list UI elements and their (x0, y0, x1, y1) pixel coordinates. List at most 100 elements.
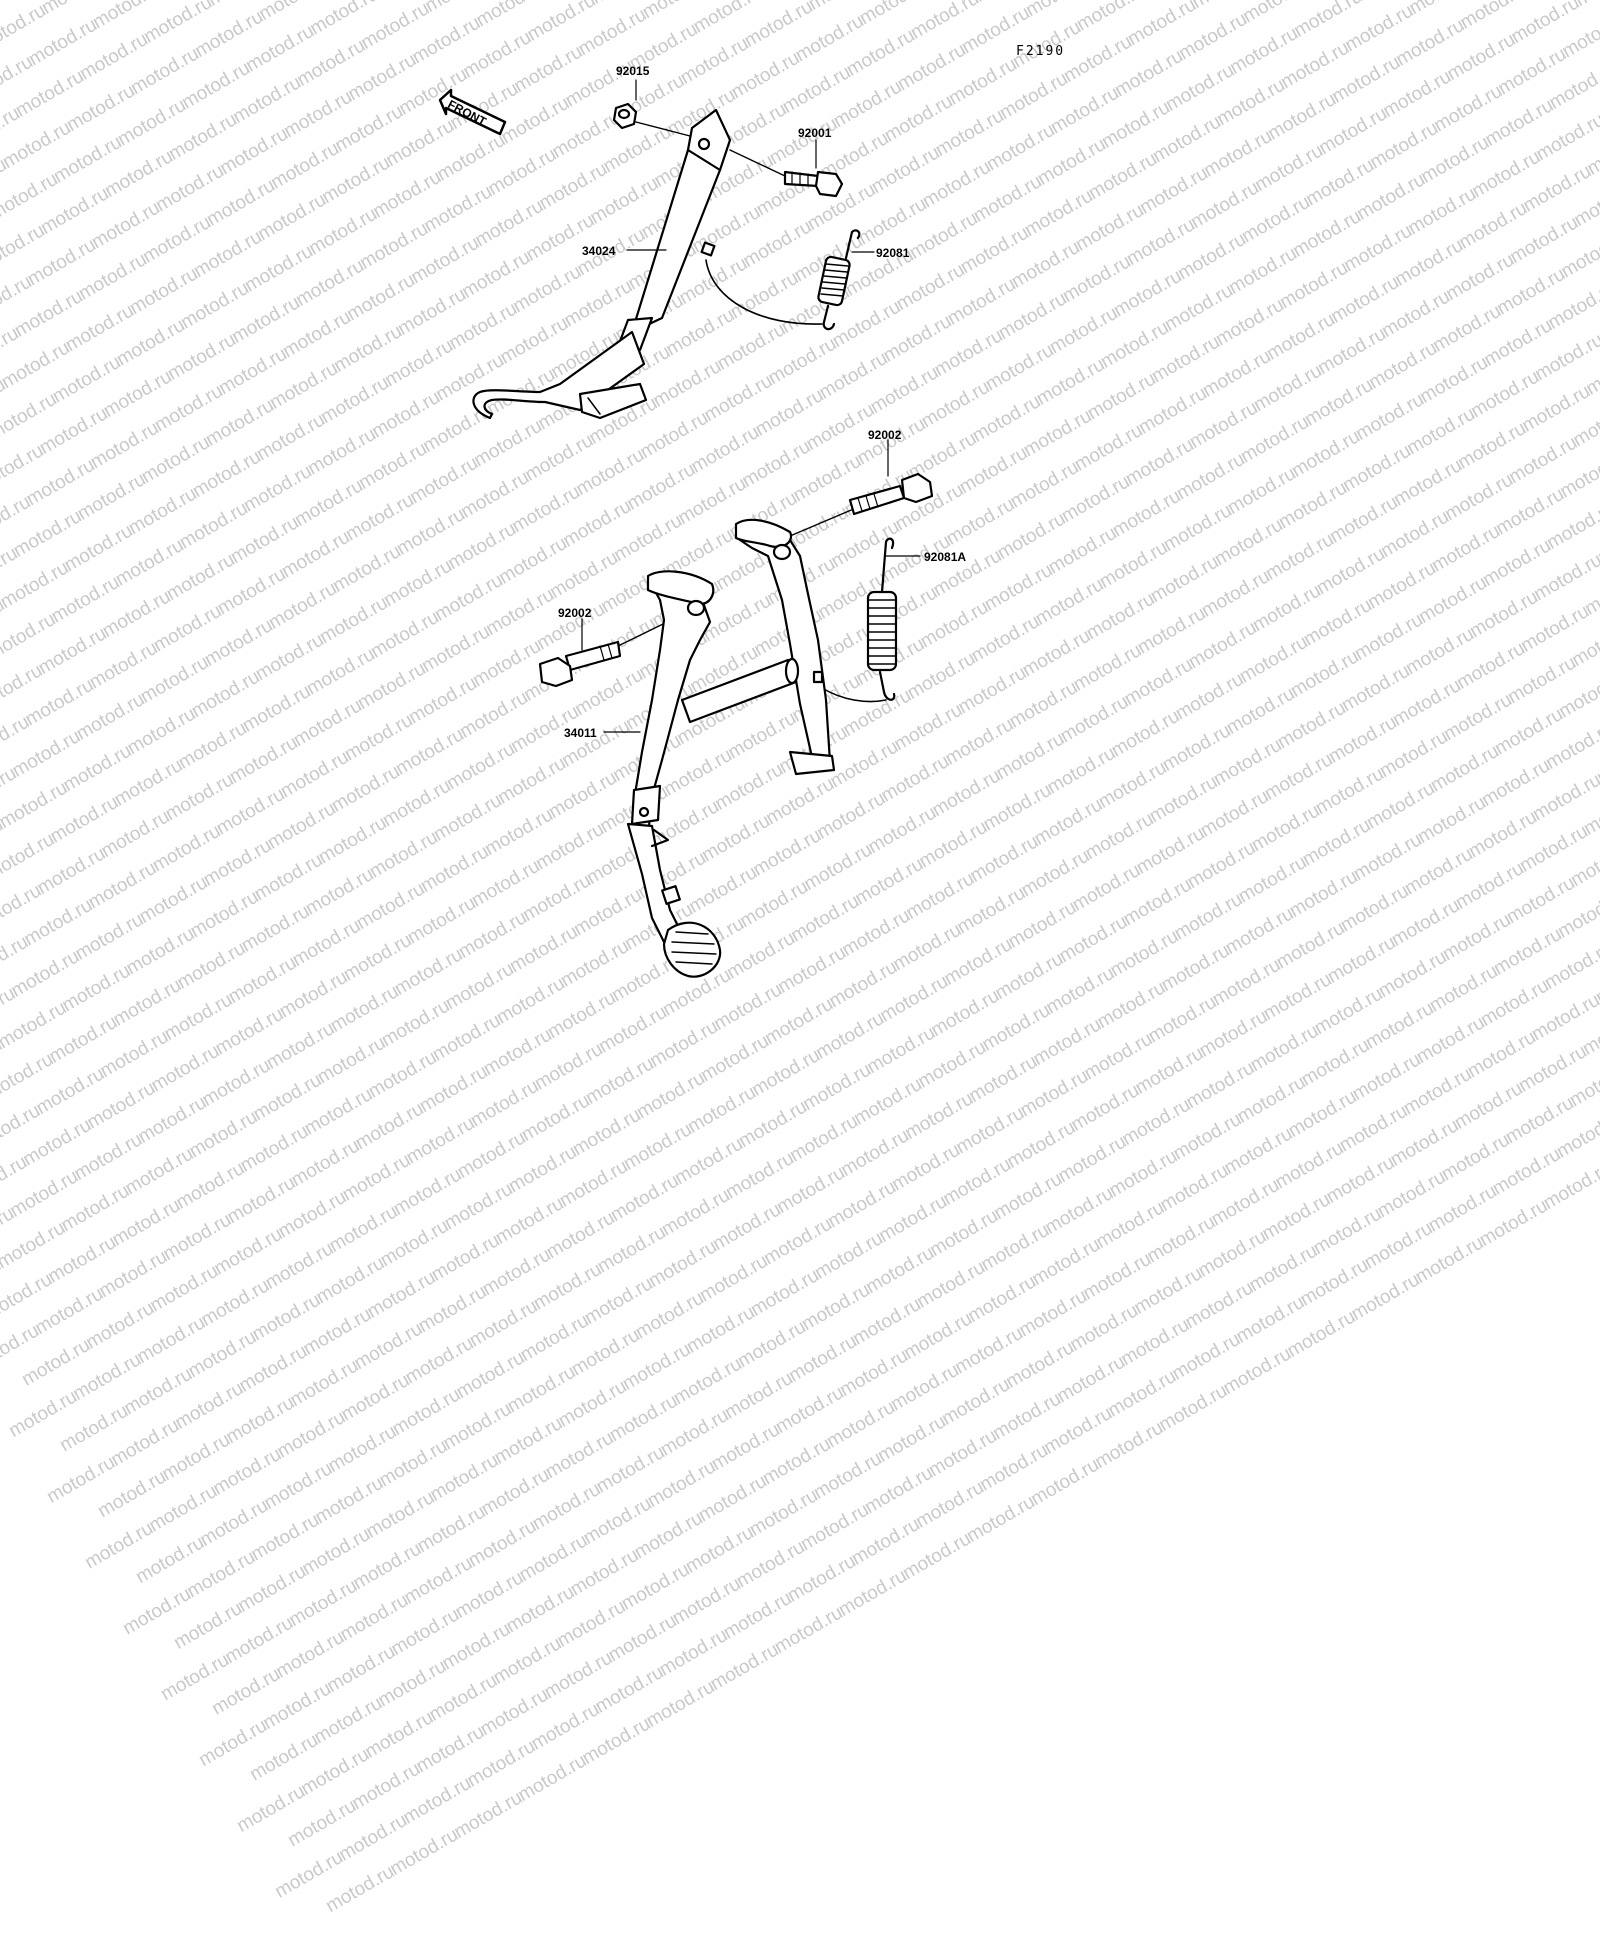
watermark-text: motod.ru (604, 1610, 681, 1667)
watermark-text: motod.ru (963, 1491, 1039, 1547)
watermark-text: motod.ru (1002, 1337, 1078, 1393)
watermark-text: motod.ru (798, 1279, 874, 1336)
watermark-text: motod.ru (591, 1661, 668, 1718)
watermark-text: motod.ru (1040, 1402, 1116, 1459)
part-number-92001: 92001 (798, 126, 832, 140)
watermark-text: motod.ru (1027, 1454, 1103, 1510)
part-number-92081: 92081 (876, 246, 910, 260)
watermark-text: motod.ru (196, 1495, 272, 1551)
watermark-text: motod.ru (94, 1466, 170, 1523)
watermark-text: motod.ru (668, 1573, 745, 1630)
watermark-text: motod.ru (310, 1692, 386, 1749)
watermark-text: motod.ru (363, 1266, 440, 1323)
watermark-text: motod.ru (145, 1480, 221, 1537)
watermark-text: motod.ru (581, 1273, 657, 1329)
watermark-text: motod.ru (528, 1478, 605, 1535)
watermark-text: motod.ru (642, 1676, 719, 1732)
watermark-text: motod.ru (579, 1493, 656, 1549)
watermark-text: motod.ru (233, 1781, 309, 1837)
watermark-text: motod.ru (592, 1441, 669, 1498)
watermark-text: motod.ru (297, 1744, 373, 1800)
watermark-text: motod.ru (1092, 1197, 1169, 1253)
watermark-text: motod.ru (772, 1382, 848, 1438)
watermark-text: motod.ru (31, 1283, 107, 1340)
watermark-text: motod.ru (578, 1713, 655, 1769)
watermark-text: motod.ru (478, 1244, 555, 1301)
part-number-92002-right: 92002 (868, 428, 902, 442)
watermark-text: motod.ru (977, 1219, 1053, 1276)
watermark-text: motod.ru (681, 1522, 758, 1578)
watermark-text: motod.ru (324, 1421, 401, 1477)
watermark-text: motod.ru (108, 1194, 185, 1251)
watermark-text: motod.ru (657, 1404, 733, 1461)
watermark-text: motod.ru (734, 1316, 810, 1373)
watermark-text: motod.ru (311, 1472, 388, 1529)
watermark-text: motod.ru (797, 1499, 873, 1556)
watermark-text: motod.ru (451, 1567, 528, 1623)
watermark-text: motod.ru (1232, 1291, 1309, 1348)
watermark-text: motod.ru (465, 1295, 542, 1352)
watermark-text: motod.ru (594, 1221, 670, 1278)
watermark-text: motod.ru (683, 1302, 759, 1358)
watermark-text: motod.ru (784, 1550, 860, 1607)
watermark-text: motod.ru (425, 1670, 502, 1726)
watermark-text: motod.ru (349, 1538, 426, 1595)
watermark-text: motod.ru (5, 1386, 81, 1442)
watermark-text: motod.ru (900, 1308, 976, 1364)
side-stand-icon (472, 108, 732, 420)
watermark-text: motod.ru (158, 1429, 234, 1486)
watermark-text: motod.ru (823, 1396, 899, 1453)
watermark-text: motod.ru (760, 1213, 836, 1270)
watermark-text: motod.ru (1168, 1328, 1245, 1385)
watermark-text: motod.ru (1143, 1211, 1220, 1268)
watermark-text: motod.ru (388, 1384, 465, 1440)
front-arrow-icon (438, 88, 507, 136)
watermark-text: motod.ru (540, 1647, 617, 1704)
part-number-34024: 34024 (582, 244, 616, 258)
watermark-text: motod.ru (848, 1513, 924, 1570)
watermark-text: motod.ru (1475, 1195, 1552, 1251)
watermark-text: motod.ru (247, 1509, 323, 1566)
watermark-text: motod.ru (272, 1626, 348, 1683)
watermark-text: motod.ru (322, 1861, 398, 1917)
watermark-text: motod.ru (362, 1487, 439, 1543)
watermark-text: motod.ru (1104, 1365, 1180, 1422)
watermark-text: motod.ru (1296, 1254, 1373, 1311)
watermark-text: motod.ru (630, 1507, 707, 1564)
watermark-text: motod.ru (361, 1707, 437, 1763)
watermark-text: motod.ru (299, 1303, 376, 1360)
watermark-text: motod.ru (861, 1462, 937, 1519)
watermark-text: motod.ru (1283, 1306, 1360, 1362)
watermark-text: motod.ru (183, 1546, 259, 1603)
watermark-text: motod.ru (298, 1524, 375, 1580)
watermark-text: motod.ru (375, 1435, 452, 1492)
watermark-text: motod.ru (146, 1260, 223, 1317)
watermark-text: motod.ru (133, 1312, 209, 1368)
watermark-text: motod.ru (335, 1809, 411, 1866)
watermark-text: motod.ru (427, 1229, 504, 1286)
watermark-text: motod.ru (221, 1612, 297, 1669)
watermark-text: motod.ru (670, 1353, 746, 1410)
watermark-text: motod.ru (708, 1419, 784, 1475)
watermark-text: motod.ru (785, 1330, 861, 1387)
part-number-34011: 34011 (564, 726, 597, 740)
watermark-text: motod.ru (82, 1297, 158, 1354)
watermark-text: motod.ru (938, 1374, 1014, 1430)
watermark-text: motod.ru (234, 1561, 310, 1617)
watermark-text: motod.ru (376, 1215, 453, 1272)
watermark-text: motod.ru (503, 1361, 580, 1418)
figure-code: F2190 (1016, 44, 1066, 59)
watermark-text: motod.ru (1411, 1232, 1488, 1288)
watermark-text: motod.ru (516, 1310, 593, 1366)
watermark-text: motod.ru (439, 1398, 516, 1455)
watermark-text: motod.ru (107, 1414, 183, 1471)
watermark-text: motod.ru (120, 1363, 196, 1420)
watermark-text: motod.ru (273, 1406, 350, 1463)
watermark-text: motod.ru (1194, 1226, 1271, 1282)
spring-icon (705, 229, 861, 331)
watermark-text: motod.ru (887, 1359, 963, 1416)
watermark-text: motod.ru (132, 1532, 208, 1588)
watermark-text: motod.ru (336, 1589, 413, 1646)
watermark-text: motod.ru (222, 1392, 299, 1449)
watermark-text: motod.ru (0, 1203, 18, 1259)
